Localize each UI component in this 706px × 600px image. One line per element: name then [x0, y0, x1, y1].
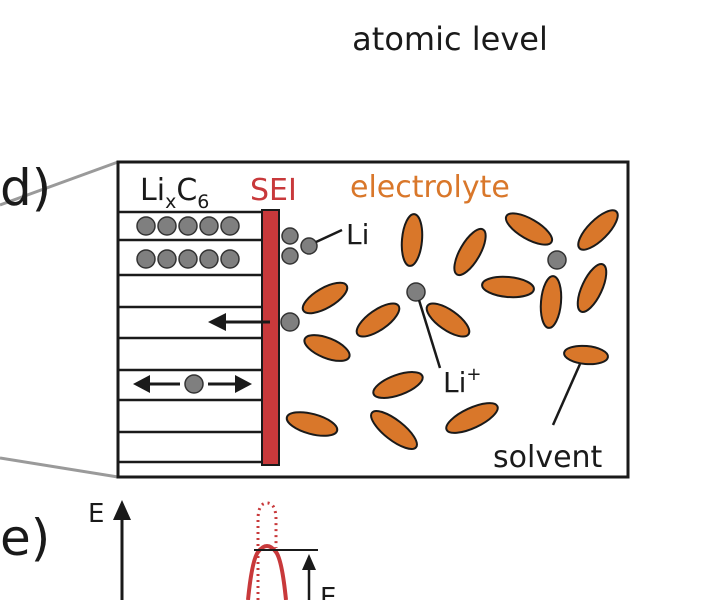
li-atom — [136, 249, 156, 269]
solvent-molecule — [539, 275, 563, 329]
barrier-arrowhead — [302, 554, 316, 570]
panel-e-label: e) — [0, 509, 50, 567]
li-label: Li — [346, 218, 369, 251]
li-insertion-arrow — [208, 313, 270, 331]
li-atom — [199, 249, 219, 269]
surface-li-atoms — [280, 227, 318, 332]
solvent-label: solvent — [493, 440, 603, 475]
barrier-label: E — [320, 583, 336, 600]
solvent-molecule — [453, 227, 487, 277]
li-atom — [280, 312, 300, 332]
li-atom — [220, 216, 240, 236]
li-atom — [300, 237, 318, 255]
solvent-molecule — [303, 334, 351, 362]
solvent-molecule — [285, 411, 339, 437]
li-pointer — [315, 228, 343, 244]
zoom-line-top — [0, 160, 119, 207]
panel-e: e) E E — [0, 499, 336, 600]
solvent-molecule — [370, 410, 418, 450]
solvent-pointer — [551, 363, 582, 426]
solvent-molecule — [425, 302, 471, 338]
solvent-molecule — [481, 275, 535, 299]
solvent-molecules — [285, 209, 619, 450]
anode-label: LixC6 — [140, 173, 209, 213]
zoom-line-bottom — [0, 456, 119, 479]
li-ion — [547, 250, 567, 270]
solvent-molecule — [576, 263, 608, 313]
li-atom — [178, 216, 198, 236]
panel-d-frame — [116, 160, 630, 479]
solvent-molecule — [372, 371, 424, 399]
electrolyte-label: electrolyte — [350, 170, 510, 205]
li-diffusion-arrows — [133, 374, 252, 394]
li-ion — [406, 282, 426, 302]
li-atom — [220, 249, 240, 269]
li-ion-pointer — [417, 299, 442, 369]
solvent-molecule — [400, 213, 424, 267]
sei-label: SEI — [250, 173, 297, 208]
barrier-solid — [246, 544, 288, 600]
energy-axis-label: E — [88, 499, 104, 529]
intercalated-li-atoms — [136, 216, 240, 269]
li-atom — [199, 216, 219, 236]
li-atom — [281, 247, 299, 265]
solvent-molecule — [355, 302, 401, 338]
energy-axis-arrowhead — [113, 500, 131, 520]
solvent-molecule — [563, 344, 609, 366]
li-atom — [157, 216, 177, 236]
solvent-molecule — [504, 212, 554, 246]
panel-d-label: d) — [0, 159, 51, 217]
li-atom — [178, 249, 198, 269]
solvent-molecule — [301, 281, 349, 315]
panel-d: LixC6 SEI electrolyte Li Li+ solvent — [116, 160, 630, 479]
graphite-layers — [118, 210, 262, 464]
li-atom — [136, 216, 156, 236]
solvent-molecule — [577, 209, 619, 251]
solvated-li-ions — [406, 250, 567, 302]
li-atom — [184, 374, 204, 394]
header-title: atomic level — [352, 20, 548, 58]
solvent-molecule — [445, 402, 499, 434]
li-atom — [157, 249, 177, 269]
li-ion-label: Li+ — [443, 364, 481, 399]
sei-layer — [261, 209, 280, 466]
li-atom — [281, 227, 299, 245]
